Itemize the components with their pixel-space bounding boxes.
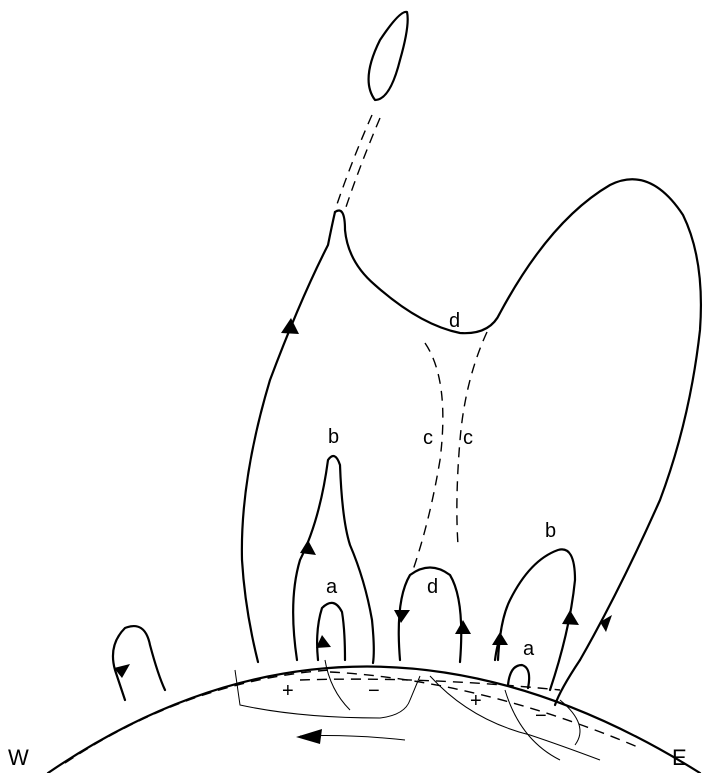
loop-a-west [317, 603, 345, 660]
label-loop-c-left: c [423, 427, 433, 449]
loop-d-low-arrow-west [394, 610, 410, 623]
current-sheet-left [413, 343, 443, 570]
label-polarity-plus-right: + [470, 690, 482, 712]
large-loop-top [335, 179, 701, 660]
label-polarity-minus-left: − [368, 680, 380, 702]
dashed-plasmoid-link-left [335, 115, 372, 210]
label-loop-c-right: c [463, 427, 473, 449]
large-loop-west-leg [242, 212, 335, 662]
dashed-limb-projection-mid [300, 679, 560, 690]
label-loop-b-left: b [328, 426, 339, 448]
label-loop-d-low: d [427, 576, 438, 598]
large-loop-west-arrow [281, 318, 299, 334]
loop-b-west [293, 456, 374, 663]
loop-d-low-arrow-east [455, 620, 471, 634]
large-loop-east-leg [555, 660, 580, 705]
loop-a-east [508, 665, 529, 688]
dashed-plasmoid-link-right [345, 118, 380, 210]
loop-b-west-arrow [300, 540, 316, 555]
rotation-arrow-head [296, 729, 322, 744]
label-east: E [672, 745, 687, 770]
small-loop-west [113, 626, 165, 700]
label-loop-a-right: a [523, 638, 535, 660]
label-polarity-minus-right: − [535, 705, 547, 727]
loop-b-east [498, 549, 575, 690]
label-loop-a-left: a [326, 576, 338, 598]
plasmoid-top [369, 12, 408, 100]
loop-b-east-arrow [562, 610, 579, 625]
label-polarity-plus-left: + [282, 680, 294, 702]
large-loop-east-arrow [600, 615, 612, 632]
label-loop-b-right: b [545, 520, 556, 542]
label-west: W [8, 745, 29, 770]
label-loop-d-top: d [449, 310, 460, 332]
